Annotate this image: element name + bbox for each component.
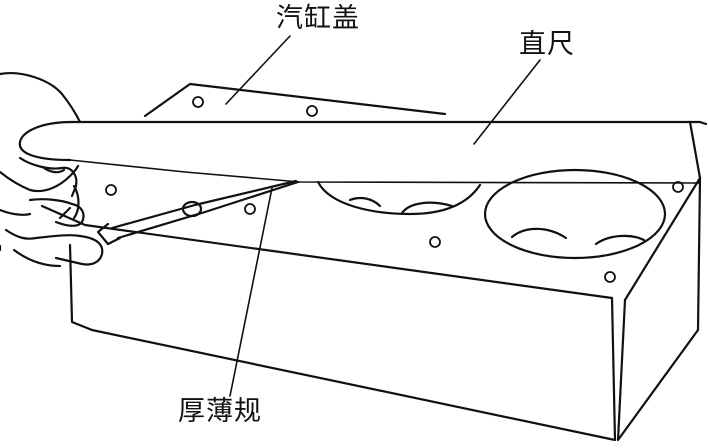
label-cylinder-head: 汽缸盖 <box>276 3 360 34</box>
label-straightedge: 直尺 <box>519 29 575 60</box>
straightedge <box>18 120 702 184</box>
bolt-hole <box>105 184 117 196</box>
bolt-hole <box>306 105 318 117</box>
cylinder-bore-left <box>316 180 482 216</box>
leader-feeler-gauge <box>229 187 273 397</box>
bolt-hole <box>429 236 441 248</box>
cylinder-head-front-face <box>68 243 617 442</box>
cylinder-head-body <box>40 82 708 442</box>
cylinder-head-left-edge <box>40 204 614 300</box>
bolt-hole <box>244 203 256 215</box>
cylinder-head-right-face <box>616 176 702 442</box>
feeler-gauge <box>96 179 300 246</box>
label-feeler-gauge: 厚薄规 <box>178 396 262 427</box>
cylinder-bores <box>316 168 667 260</box>
bolt-hole <box>192 96 204 108</box>
cylinder-bore-right <box>483 168 667 260</box>
bolt-hole <box>672 181 684 193</box>
bolt-hole <box>604 271 616 283</box>
leader-straightedge <box>473 59 541 145</box>
leader-lines <box>225 35 541 397</box>
hand <box>0 72 104 268</box>
leader-cylinder-head <box>225 35 291 105</box>
bolt-holes <box>105 96 684 283</box>
cylinder-head-top-face <box>58 82 702 302</box>
